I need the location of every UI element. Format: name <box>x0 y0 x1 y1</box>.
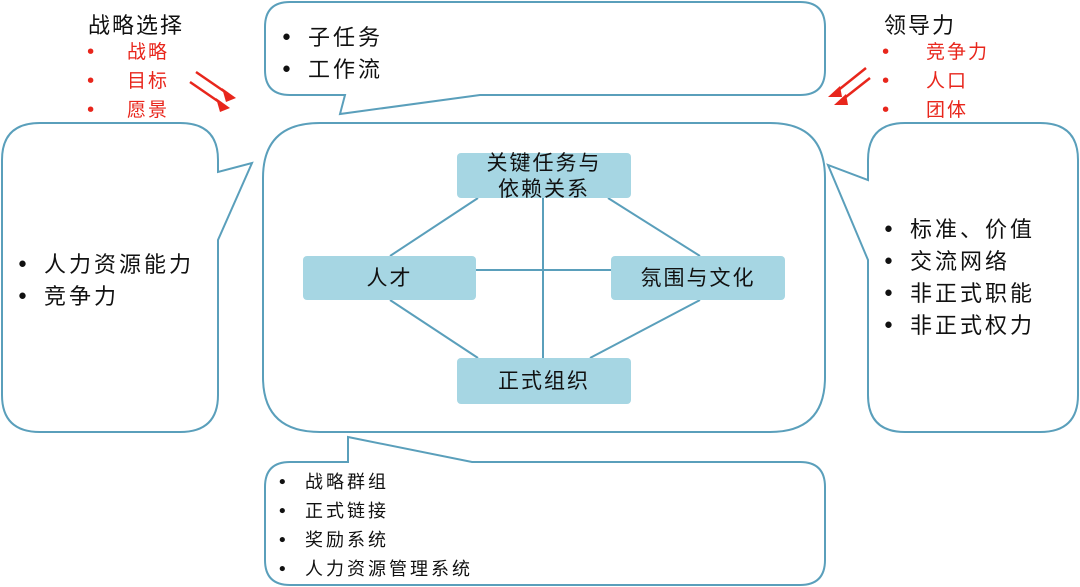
bottom-callout-list: 战略群组 正式链接 奖励系统 人力资源管理系统 <box>277 468 473 584</box>
key-tasks-box: 关键任务与 依赖关系 <box>457 150 631 201</box>
list-item: 人口 <box>880 67 989 96</box>
list-item: 非正式职能 <box>882 279 1035 311</box>
list-item: 愿景 <box>85 96 169 125</box>
center-frame <box>262 122 826 433</box>
left-callout-list: 人力资源能力 竞争力 <box>16 250 194 314</box>
strategy-title: 战略选择 <box>88 14 185 39</box>
connector-lines <box>389 197 701 359</box>
list-item: 战略 <box>85 38 169 67</box>
right-callout-shape <box>826 122 1079 433</box>
list-item: 标准、价值 <box>882 215 1035 247</box>
list-item: 团体 <box>880 96 989 125</box>
list-item: 人力资源能力 <box>16 250 194 282</box>
list-item: 战略群组 <box>277 468 473 497</box>
list-item: 目标 <box>85 67 169 96</box>
strategy-list: 战略 目标 愿景 <box>85 38 169 125</box>
list-item: 非正式权力 <box>882 311 1035 343</box>
bottom-callout-shape <box>264 435 826 586</box>
list-item: 竞争力 <box>880 38 989 67</box>
list-item: 人力资源管理系统 <box>277 555 473 584</box>
right-callout-list: 标准、价值 交流网络 非正式职能 非正式权力 <box>882 215 1035 343</box>
leadership-list: 竞争力 人口 团体 <box>880 38 989 125</box>
formal-org-box: 正式组织 <box>457 358 631 404</box>
leadership-title: 领导力 <box>884 14 957 39</box>
top-callout-list: 子任务 工作流 <box>280 23 383 87</box>
list-item: 子任务 <box>280 23 383 55</box>
list-item: 奖励系统 <box>277 526 473 555</box>
left-callout-shape <box>1 122 254 433</box>
key-tasks-line2: 依赖关系 <box>498 176 590 201</box>
top-callout-shape <box>264 1 826 116</box>
culture-box: 氛围与文化 <box>611 256 785 300</box>
key-tasks-line1: 关键任务与 <box>486 150 602 175</box>
list-item: 工作流 <box>280 55 383 87</box>
list-item: 竞争力 <box>16 282 194 314</box>
list-item: 正式链接 <box>277 497 473 526</box>
list-item: 交流网络 <box>882 247 1035 279</box>
talent-box: 人才 <box>303 256 476 300</box>
arrows-icon <box>189 67 871 112</box>
